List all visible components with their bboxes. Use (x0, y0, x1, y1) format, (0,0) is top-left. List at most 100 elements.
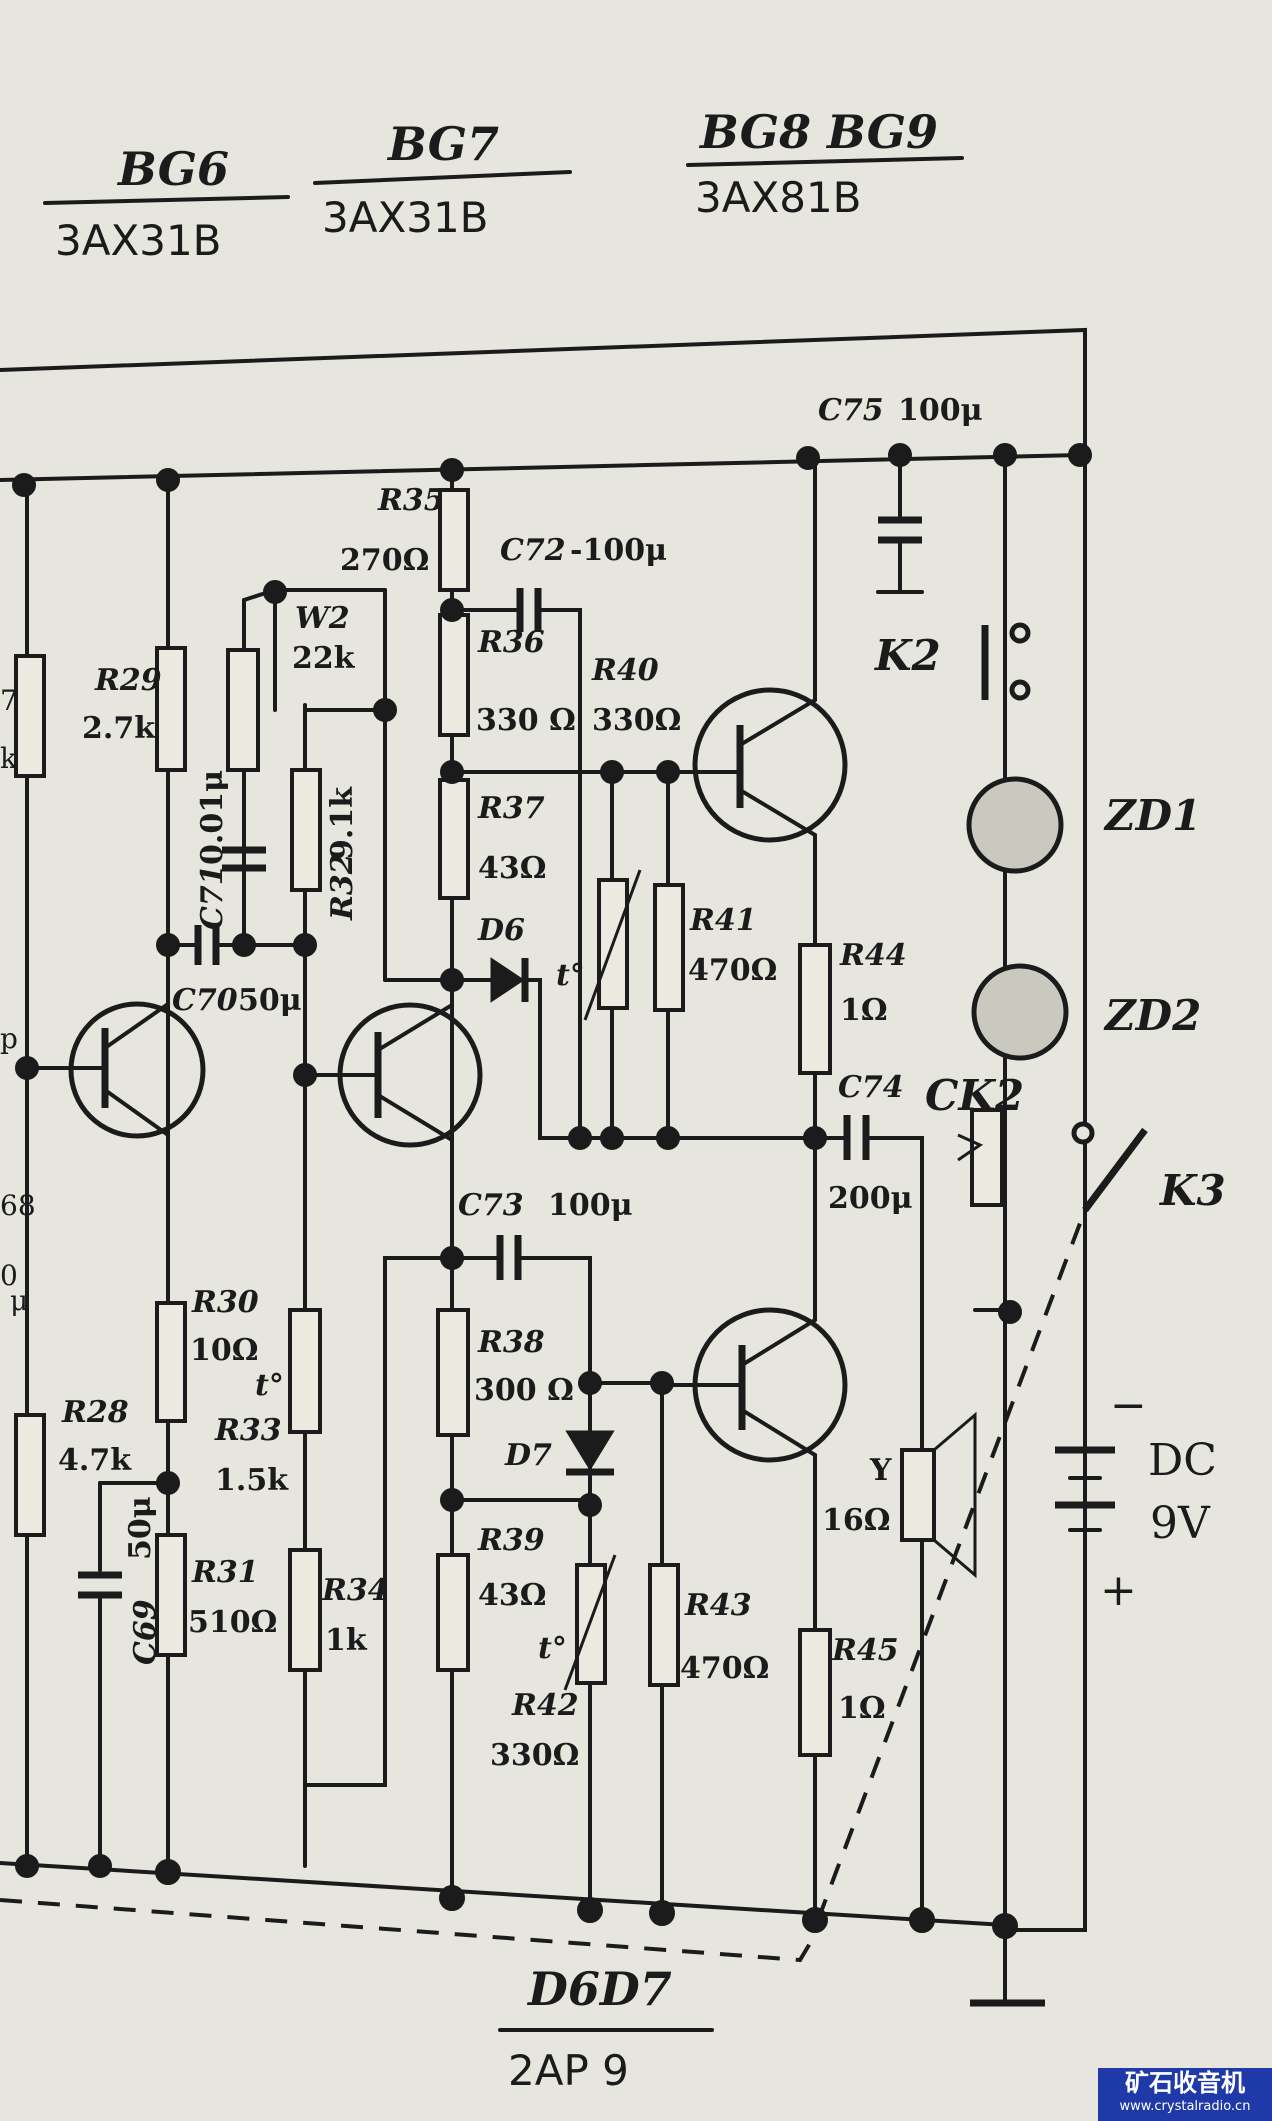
r35-label: R35 (377, 483, 445, 518)
thermistor-mark-3: t° (538, 1631, 567, 1666)
edge-fragment: k (0, 742, 18, 775)
r39-label: R39 (477, 1523, 545, 1558)
edge-fragments: p 68 7 k 0 μ (0, 684, 36, 1317)
battery-voltage: 9V (1150, 1498, 1211, 1549)
bg9-output (660, 1136, 848, 1922)
r28-value: 4.7k (58, 1443, 132, 1478)
c70-value: 50μ (238, 983, 302, 1018)
edge-fragment: μ (10, 1284, 28, 1317)
header-bg89-label: BG8 BG9 (698, 105, 938, 159)
zd1-lamp (966, 776, 1064, 874)
c75-label: C75 (818, 393, 884, 428)
c71-label: C71 (195, 864, 230, 930)
header-d6-d7: D6D7 2AP 9 (498, 1962, 714, 2095)
r30-value: 10Ω (190, 1333, 258, 1368)
r32-value: 9.1k (325, 786, 360, 860)
r44-label: R44 (839, 938, 907, 973)
speaker-label: Y (869, 1453, 892, 1488)
r35-value: 270Ω (340, 543, 429, 578)
edge-fragment: 0 (0, 1259, 18, 1292)
header-bg7-label: BG7 (386, 117, 499, 171)
header-diodes-label: D6D7 (526, 1962, 672, 2016)
supply-section (876, 453, 1069, 1932)
r38-value: 300 Ω (474, 1373, 574, 1408)
watermark-logo: 矿石收音机 (1125, 2069, 1245, 2097)
output-section (813, 1108, 1148, 2007)
zd1-label: ZD1 (1103, 791, 1201, 840)
r37-value: 43Ω (478, 851, 546, 886)
header-bg8-bg9: BG8 BG9 3AX81B (686, 105, 964, 222)
zd2-label: ZD2 (1103, 991, 1201, 1040)
c72-value: -100μ (570, 533, 667, 568)
c73-label: C73 (458, 1188, 524, 1223)
r39-value: 43Ω (478, 1578, 546, 1613)
r44-value: 1Ω (840, 993, 888, 1028)
r36-label: R36 (477, 625, 545, 660)
bg7-stage (222, 588, 483, 1868)
r40-value: 330Ω (592, 703, 681, 738)
c73-value: 100μ (548, 1188, 633, 1223)
w2-label: W2 (295, 601, 350, 636)
zd2-lamp (971, 963, 1069, 1061)
header-diodes-part: 2AP 9 (508, 2046, 629, 2095)
c72-label: C72 (500, 533, 566, 568)
header-bg6: BG6 3AX31B (43, 142, 290, 265)
r42-value: 330Ω (490, 1738, 579, 1773)
r38-label: R38 (477, 1325, 545, 1360)
speaker-value: 16Ω (822, 1503, 890, 1538)
junction-dots (12, 443, 1092, 1939)
d6-label: D6 (477, 913, 525, 948)
watermark-url: www.crystalradio.cn (1119, 2099, 1251, 2114)
r41-label: R41 (689, 903, 757, 938)
r45-label: R45 (831, 1633, 899, 1668)
r29-label: R29 (94, 663, 162, 698)
r32-label: R32 (325, 853, 360, 921)
c75-value: 100μ (898, 393, 983, 428)
bias-network-lower (436, 1138, 680, 1915)
r42-label: R42 (511, 1688, 579, 1723)
r43-value: 470Ω (680, 1651, 769, 1686)
r31-label: R31 (191, 1555, 259, 1590)
bg8-output (692, 456, 848, 1140)
r34-label: R34 (321, 1573, 389, 1608)
header-bg89-part: 3AX81B (695, 173, 861, 222)
battery-minus: − (1110, 1380, 1147, 1431)
c74-value: 200μ (828, 1181, 913, 1216)
d7-label: D7 (504, 1438, 552, 1473)
r33-label: R33 (214, 1413, 282, 1448)
ck2-label: CK2 (925, 1071, 1024, 1120)
edge-fragment: 7 (0, 684, 18, 717)
r37-label: R37 (477, 791, 545, 826)
c70-label: C70 (172, 983, 238, 1018)
c69-label: C69 (128, 1599, 163, 1665)
battery-type: DC (1148, 1435, 1217, 1486)
r33-value: 1.5k (215, 1463, 289, 1498)
edge-fragment: p (0, 1022, 18, 1055)
r34-value: 1k (325, 1623, 368, 1658)
c69-value: 50μ (123, 1496, 158, 1560)
r29-value: 2.7k (82, 711, 156, 746)
header-bg6-part: 3AX31B (55, 216, 221, 265)
bg6-stage (14, 474, 307, 1872)
r36-value: 330 Ω (476, 703, 576, 738)
k2-label: K2 (874, 631, 941, 680)
edge-fragment: 68 (0, 1189, 36, 1222)
header-bg7: BG7 3AX31B (313, 117, 572, 242)
r30-label: R30 (191, 1285, 259, 1320)
r41-value: 470Ω (688, 953, 777, 988)
bias-network-upper (578, 770, 822, 1140)
k3-label: K3 (1159, 1166, 1226, 1215)
r40-label: R40 (591, 653, 659, 688)
component-labels: C75 100μ R35 270Ω C72 -100μ W2 22k R29 2… (58, 393, 1226, 1773)
r31-value: 510Ω (188, 1605, 277, 1640)
thermistor-mark-1: t° (556, 958, 585, 993)
c74-label: C74 (838, 1070, 904, 1105)
r45-value: 1Ω (838, 1691, 886, 1726)
site-watermark: 矿石收音机 www.crystalradio.cn (1098, 2068, 1272, 2121)
c71-value: 0.01μ (195, 770, 230, 865)
bg7-collector-network (438, 468, 697, 1142)
header-bg7-part: 3AX31B (322, 193, 488, 242)
r43-label: R43 (684, 1588, 752, 1623)
